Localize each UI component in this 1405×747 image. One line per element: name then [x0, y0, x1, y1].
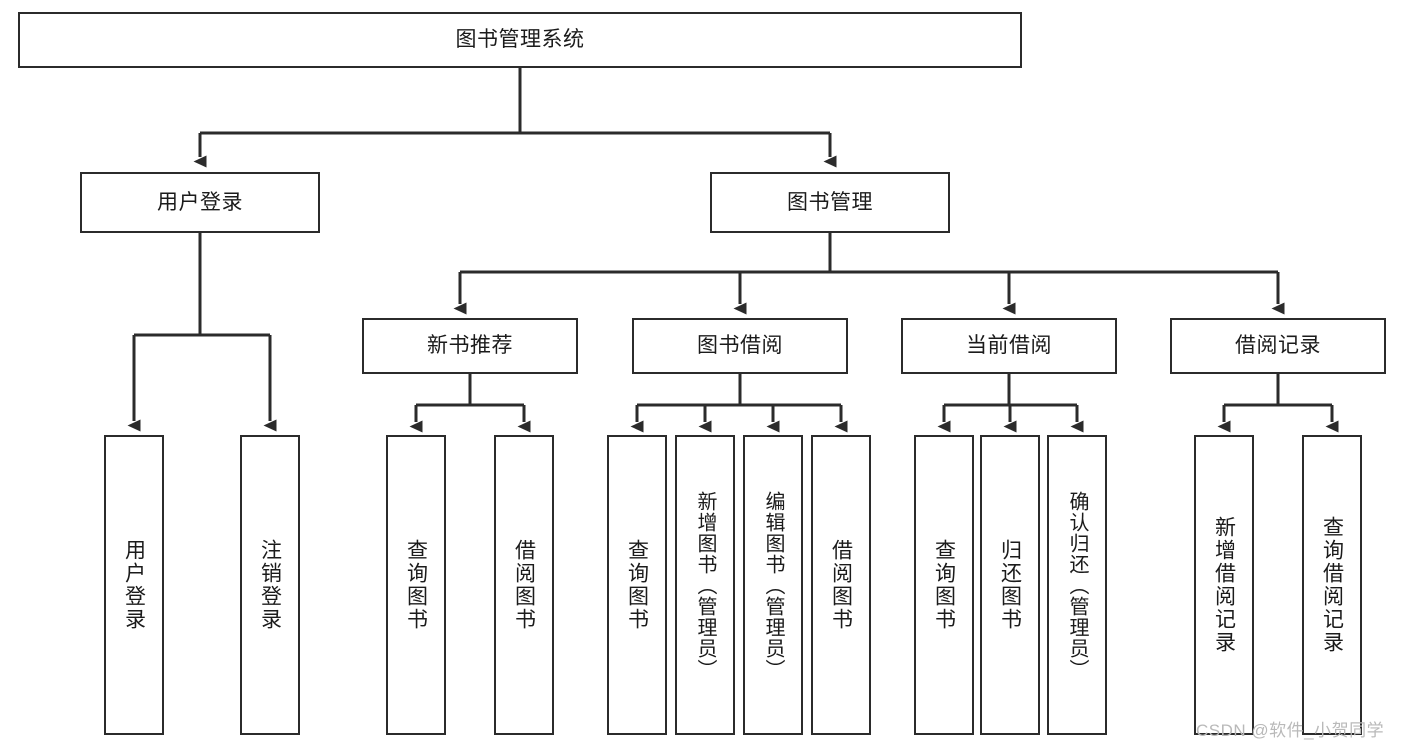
- node-label: 查询图书: [932, 539, 956, 631]
- leaf-user-login[interactable]: 用户登录: [104, 435, 164, 735]
- node-book-borrow[interactable]: 图书借阅: [632, 318, 848, 374]
- node-label: 归还图书: [998, 539, 1022, 631]
- node-borrow-records[interactable]: 借阅记录: [1170, 318, 1386, 374]
- node-label: 查询图书: [404, 539, 428, 631]
- leaf-query-book-recommend[interactable]: 查询图书: [386, 435, 446, 735]
- node-user-login[interactable]: 用户登录: [80, 172, 320, 233]
- node-book-management[interactable]: 图书管理: [710, 172, 950, 233]
- leaf-borrow-book[interactable]: 借阅图书: [811, 435, 871, 735]
- node-label: 当前借阅: [966, 334, 1052, 358]
- node-label: 借阅图书: [829, 539, 853, 631]
- leaf-borrow-book-recommend[interactable]: 借阅图书: [494, 435, 554, 735]
- node-label: 新增借阅记录: [1212, 516, 1236, 654]
- node-label: 图书管理: [787, 190, 873, 214]
- leaf-query-book-current[interactable]: 查询图书: [914, 435, 974, 735]
- node-label: 新书推荐: [427, 334, 513, 358]
- node-label: 借阅图书: [512, 539, 536, 631]
- node-root-system[interactable]: 图书管理系统: [18, 12, 1022, 68]
- node-new-book-recommend[interactable]: 新书推荐: [362, 318, 578, 374]
- node-label: 注销登录: [258, 539, 282, 631]
- leaf-return-book[interactable]: 归还图书: [980, 435, 1040, 735]
- node-label: 用户登录: [157, 190, 243, 214]
- node-current-borrow[interactable]: 当前借阅: [901, 318, 1117, 374]
- csdn-watermark: CSDN @软件_小贺同学: [1196, 721, 1385, 740]
- node-label: 图书管理系统: [455, 28, 585, 52]
- leaf-confirm-return[interactable]: 确认归还（管理员）: [1047, 435, 1107, 735]
- leaf-edit-book[interactable]: 编辑图书（管理员）: [743, 435, 803, 735]
- leaf-query-book-borrow[interactable]: 查询图书: [607, 435, 667, 735]
- leaf-add-book[interactable]: 新增图书（管理员）: [675, 435, 735, 735]
- node-label: 用户登录: [122, 539, 146, 631]
- leaf-query-borrow-record[interactable]: 查询借阅记录: [1302, 435, 1362, 735]
- node-label: 借阅记录: [1235, 334, 1321, 358]
- leaf-add-borrow-record[interactable]: 新增借阅记录: [1194, 435, 1254, 735]
- node-label: 确认归还（管理员）: [1066, 490, 1088, 680]
- node-label: 新增图书（管理员）: [694, 490, 716, 680]
- node-label: 编辑图书（管理员）: [762, 490, 784, 680]
- leaf-logout[interactable]: 注销登录: [240, 435, 300, 735]
- node-label: 图书借阅: [697, 334, 783, 358]
- node-label: 查询借阅记录: [1320, 516, 1344, 654]
- node-label: 查询图书: [625, 539, 649, 631]
